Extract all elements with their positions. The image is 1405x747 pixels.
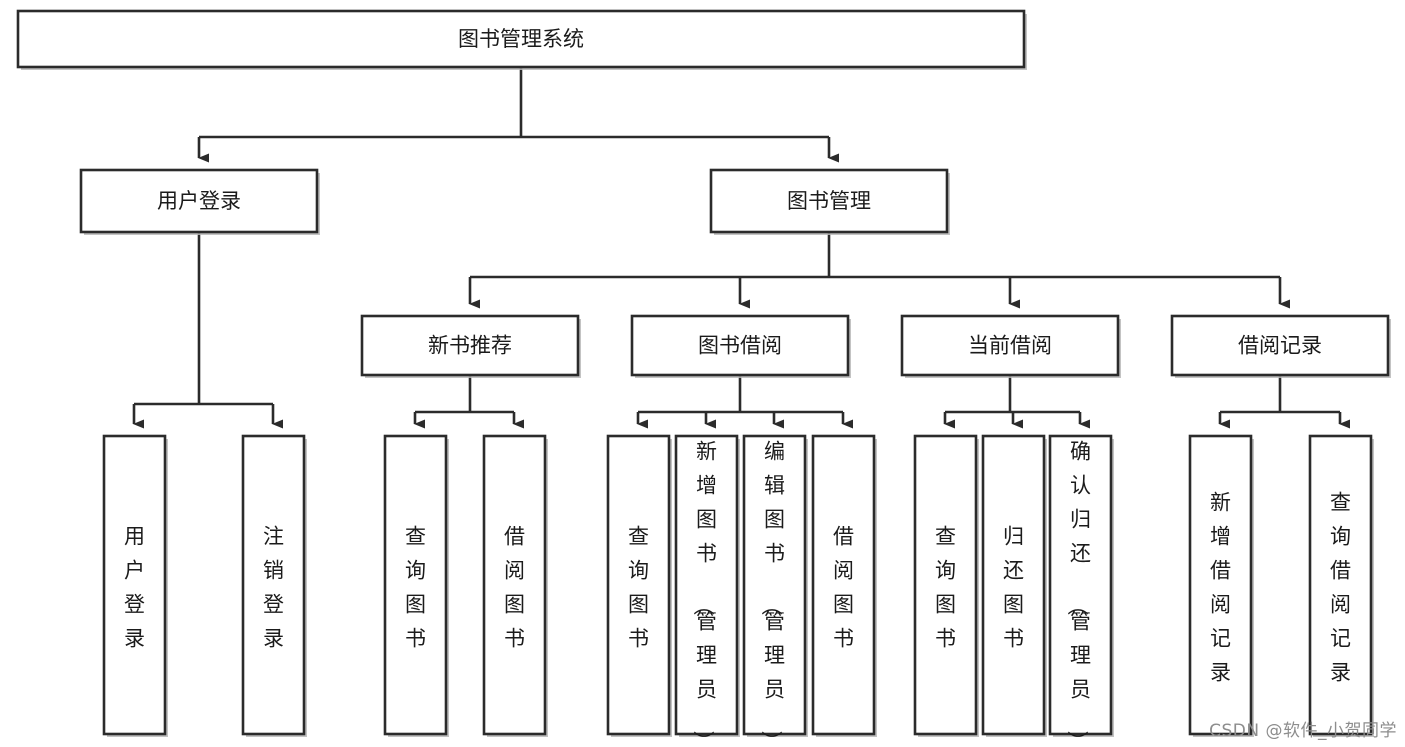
connector-borrow-to-leaves <box>636 375 853 429</box>
node-label: 图书管理 <box>787 189 871 213</box>
node-label: 新增借阅记录 <box>1210 491 1231 685</box>
node-leaf-查询图书[interactable]: 查询图书 <box>913 434 979 737</box>
node-box[interactable] <box>1188 434 1253 736</box>
node-label: 当前借阅 <box>968 334 1052 358</box>
node-label: 用户登录 <box>124 525 145 651</box>
node-label: 查询图书 <box>628 525 649 651</box>
node-leaf-借阅图书[interactable]: 借阅图书 <box>482 434 548 737</box>
node-label: 查询图书 <box>935 525 956 651</box>
node-leaf-编辑图书管理员[interactable]: 编辑图书（管理员） <box>742 434 808 747</box>
node-box[interactable] <box>913 434 978 736</box>
node-box[interactable] <box>981 434 1046 736</box>
node-label: 图书借阅 <box>698 334 782 358</box>
node-box[interactable] <box>383 434 448 736</box>
node-label: 查询图书 <box>405 525 426 651</box>
node-level3-图书借阅[interactable]: 图书借阅 <box>630 314 851 378</box>
node-box[interactable] <box>16 9 1026 69</box>
node-root-图书管理系统[interactable]: 图书管理系统 <box>16 9 1027 70</box>
node-leaf-确认归还管理员[interactable]: 确认归还（管理员） <box>1048 434 1114 747</box>
node-box[interactable] <box>674 434 739 736</box>
node-label: 借阅图书 <box>504 525 525 651</box>
node-label: 借阅图书 <box>833 525 854 651</box>
node-box[interactable] <box>241 434 306 736</box>
node-label: 确认归还（管理员） <box>1065 440 1091 747</box>
node-leaf-查询借阅记录[interactable]: 查询借阅记录 <box>1308 434 1374 737</box>
node-box[interactable] <box>1048 434 1113 736</box>
connector-current-borrow-to-leaves <box>943 375 1090 429</box>
connector-records-to-leaves <box>1218 375 1350 429</box>
node-box[interactable] <box>606 434 671 736</box>
node-leaf-查询图书[interactable]: 查询图书 <box>383 434 449 737</box>
node-box[interactable] <box>360 314 580 377</box>
connector-book-mgmt-to-level3 <box>468 232 1290 309</box>
node-level2-用户登录[interactable]: 用户登录 <box>79 168 320 235</box>
node-leaf-借阅图书[interactable]: 借阅图书 <box>811 434 877 737</box>
node-leaf-新增图书管理员[interactable]: 新增图书（管理员） <box>674 434 740 747</box>
node-box[interactable] <box>811 434 876 736</box>
node-label: 注销登录 <box>263 525 284 651</box>
node-level2-图书管理[interactable]: 图书管理 <box>709 168 950 235</box>
node-label: 图书管理系统 <box>458 27 584 51</box>
node-box[interactable] <box>1170 314 1390 377</box>
node-box[interactable] <box>742 434 807 736</box>
node-box[interactable] <box>1308 434 1373 736</box>
node-leaf-注销登录[interactable]: 注销登录 <box>241 434 307 737</box>
node-leaf-用户登录[interactable]: 用户登录 <box>102 434 168 737</box>
csdn-watermark: CSDN @软件_小贺同学 <box>1209 721 1397 741</box>
connector-root-to-level2 <box>197 67 839 163</box>
node-leaf-归还图书[interactable]: 归还图书 <box>981 434 1047 737</box>
node-leaf-新增借阅记录[interactable]: 新增借阅记录 <box>1188 434 1254 737</box>
node-box[interactable] <box>482 434 547 736</box>
node-level3-借阅记录[interactable]: 借阅记录 <box>1170 314 1391 378</box>
node-box[interactable] <box>709 168 949 234</box>
connector-new-book-to-leaves <box>413 375 524 429</box>
node-box[interactable] <box>900 314 1120 377</box>
node-label: 归还图书 <box>1003 525 1024 651</box>
node-box[interactable] <box>102 434 167 736</box>
node-label: 新增图书（管理员） <box>691 440 717 747</box>
connectors-layer <box>132 67 1350 429</box>
node-label: 新书推荐 <box>428 334 512 358</box>
node-label: 用户登录 <box>157 189 241 213</box>
connector-user-login-to-leaves <box>132 232 283 429</box>
node-box[interactable] <box>79 168 319 234</box>
node-leaf-查询图书[interactable]: 查询图书 <box>606 434 672 737</box>
node-level3-新书推荐[interactable]: 新书推荐 <box>360 314 581 378</box>
node-level3-当前借阅[interactable]: 当前借阅 <box>900 314 1121 378</box>
node-label: 借阅记录 <box>1238 334 1322 358</box>
node-box[interactable] <box>630 314 850 377</box>
nodes-layer: 图书管理系统用户登录图书管理新书推荐图书借阅当前借阅借阅记录用户登录注销登录查询… <box>16 9 1391 747</box>
node-label: 查询借阅记录 <box>1330 491 1351 685</box>
node-label: 编辑图书（管理员） <box>759 440 785 747</box>
